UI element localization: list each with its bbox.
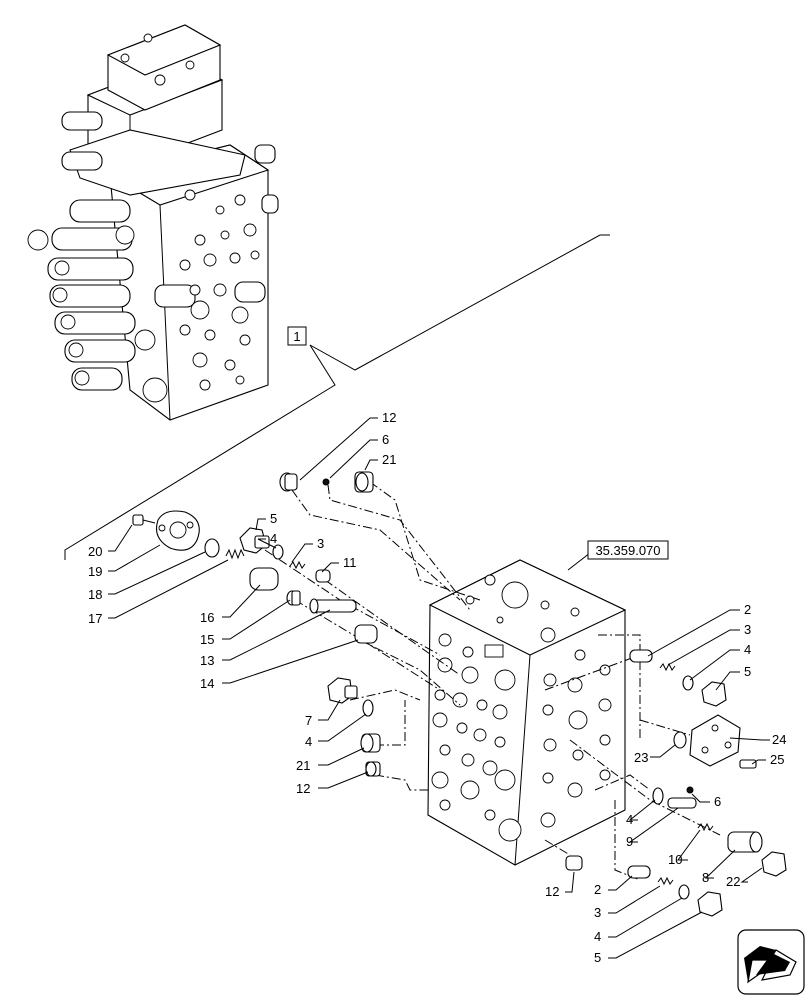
callout-8: 8 [702,870,709,885]
callout-5-bottom: 5 [594,950,601,965]
part-25-screw [739,759,757,769]
callout-17: 17 [88,611,102,626]
callout-4-right: 4 [744,642,751,657]
callout-5-mid: 5 [270,511,277,526]
callout-9: 9 [626,834,633,849]
ref-code-box [587,540,669,560]
callout-2-bottom: 2 [594,882,601,897]
part-16-sleeve [249,567,279,591]
part-12-plug-left [365,761,381,777]
callout-21-left: 21 [296,758,310,773]
callout-6-top: 6 [382,432,389,447]
part-21-plug-top [354,471,374,493]
navigation-arrow-button[interactable] [737,929,805,995]
callout-7: 7 [305,713,312,728]
part-3-spring-bottom [657,876,674,886]
part-4-o-ring-r2 [652,787,664,805]
part-5-plug-right [701,681,727,707]
callout-15: 15 [200,632,214,647]
callout-19: 19 [88,564,102,579]
callout-3-bottom: 3 [594,905,601,920]
part-14-cap [354,624,378,644]
callout-10: 10 [668,852,682,867]
part-12-plug-bottom [565,855,583,871]
callout-16: 16 [200,610,214,625]
callout-12-top: 12 [382,410,396,425]
callout-20: 20 [88,544,102,559]
part-5-plug-mid [239,527,270,554]
callout-4-mid: 4 [270,531,277,546]
part-19-flange [155,510,200,551]
callout-25: 25 [770,752,784,767]
part-3-spring-right [659,662,676,672]
callout-18: 18 [88,587,102,602]
callout-2-right: 2 [744,602,751,617]
part-22-plug [761,851,787,877]
callout-11: 11 [343,555,357,570]
callout-labels: 12 6 21 20 19 18 17 5 4 3 11 16 15 13 14… [88,410,786,965]
part-4-o-ring-bottom [678,884,690,900]
callout-22: 22 [726,874,740,889]
part-20-bolt [132,514,156,526]
callout-12-left: 12 [296,781,310,796]
part-3-spring-mid [289,560,306,570]
part-4-o-ring-mid [272,544,284,560]
callout-14: 14 [200,676,214,691]
callout-23: 23 [634,750,648,765]
part-15-washer [286,590,301,606]
part-8-cartridge [727,831,763,853]
part-6-ball-right [686,786,694,794]
callout-5-right: 5 [744,664,751,679]
ref-box-1-label: 1 [293,329,300,344]
callout-4-left: 4 [305,734,312,749]
part-7-plug [327,677,358,704]
part-2-piston-right [629,649,653,663]
part-10-spring [697,822,714,832]
ref-code-label: 35.359.070 [595,543,660,558]
part-18-o-ring [204,538,220,558]
part-21-plug-left [360,733,381,753]
valve-assembly-overview [27,24,279,421]
part-12-plug-top [279,472,298,492]
part-13-spool [309,598,357,614]
callout-21-top: 21 [382,452,396,467]
callout-13: 13 [200,653,214,668]
part-11-piston [315,569,331,583]
callout-3-mid: 3 [317,536,324,551]
ref-box-1 [287,326,307,346]
part-5-plug-bottom [697,891,723,917]
part-2-piston-bottom [627,865,651,879]
callout-24: 24 [772,732,786,747]
callout-6-right: 6 [714,794,721,809]
part-4-o-ring-right [682,675,694,691]
part-17-spring [225,548,245,560]
valve-block [427,559,627,866]
callout-4-right2: 4 [626,812,633,827]
part-9-piston [667,797,697,809]
part-4-o-ring-left [362,699,374,717]
part-6-ball-top [322,478,330,486]
arrow-icon [744,946,797,984]
callout-leaders [108,417,770,959]
callout-3-right: 3 [744,622,751,637]
callout-12-bottom: 12 [545,884,559,899]
part-23-o-ring [673,731,687,749]
callout-4-bottom: 4 [594,929,601,944]
part-24-cover [689,714,741,767]
